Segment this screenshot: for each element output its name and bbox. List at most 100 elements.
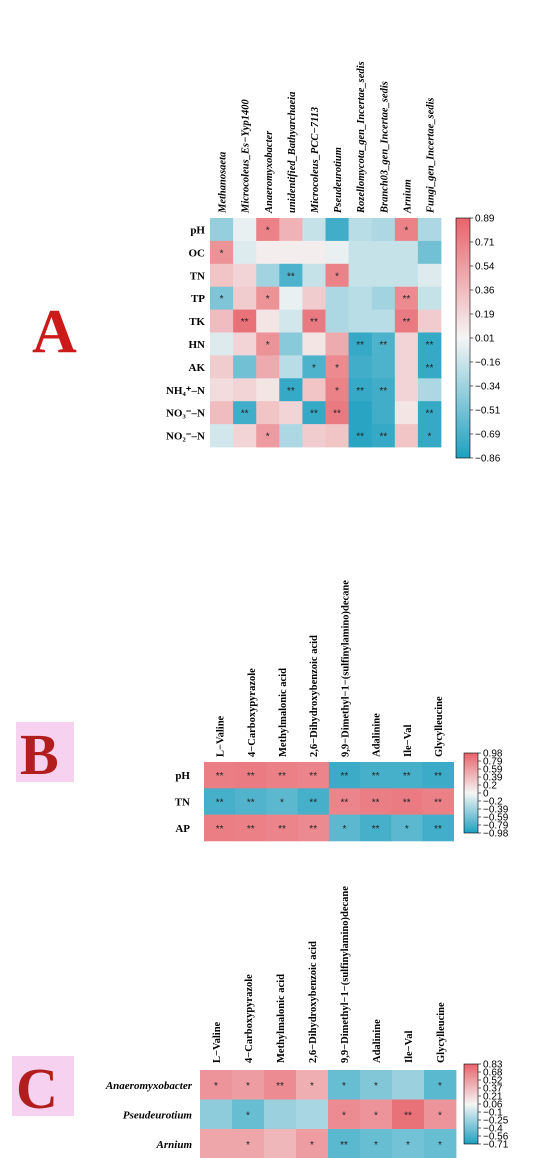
heatmap-cell (391, 788, 423, 815)
heatmap-cell (360, 1099, 393, 1130)
significance-mark: ** (356, 386, 364, 397)
colorbar-tick-label: −0.98 (483, 829, 509, 840)
significance-mark: ** (356, 432, 364, 443)
heatmap-cell (296, 1129, 329, 1158)
row-label: Arnium (156, 1139, 193, 1151)
significance-mark: ** (309, 824, 317, 835)
heatmap-cell (422, 814, 454, 842)
heatmap-cell (256, 401, 280, 425)
panel-letter-b: B (16, 722, 74, 787)
heatmap-cell (360, 788, 392, 815)
heatmap-cell (394, 424, 419, 448)
significance-mark: * (246, 1110, 250, 1121)
column-label: Anaeromyxobacter (264, 130, 275, 214)
panel-letter-a: A (32, 298, 77, 366)
heatmap-cell (302, 286, 326, 310)
colorbar-tick-label: −0.39 (483, 805, 509, 816)
significance-mark: * (280, 797, 284, 808)
panel-letter-c-text: C (16, 1056, 58, 1121)
heatmap-cell (325, 309, 349, 333)
significance-mark: ** (310, 409, 318, 420)
colorbar-tick-label: 0.39 (483, 773, 503, 784)
colorbar-tick-label: −0.2 (483, 797, 503, 808)
heatmap-cell (417, 309, 442, 333)
heatmap-cell (210, 263, 234, 288)
column-label: Glycylleucine (434, 696, 445, 757)
heatmap-cell (394, 286, 419, 310)
column-label: Glycylleucine (436, 1002, 447, 1063)
significance-mark: ** (372, 771, 380, 782)
panel-letter-c-bg (12, 1056, 74, 1116)
colorbar-tick-label: −0.56 (483, 1132, 509, 1143)
heatmap-cell (210, 424, 234, 448)
heatmap-cell (279, 240, 303, 265)
heatmap-cell (256, 286, 280, 310)
significance-mark: ** (372, 824, 380, 835)
colorbar-tick-label: −0.1 (483, 1108, 503, 1119)
significance-mark: ** (341, 797, 349, 808)
heatmap-cell (266, 814, 298, 842)
row-label: Pseudeurotium (123, 1109, 193, 1121)
significance-mark: * (438, 1081, 442, 1092)
heatmap-cell (348, 309, 373, 333)
row-label: AP (175, 823, 190, 835)
significance-mark: ** (333, 409, 341, 420)
row-label: TP (191, 293, 205, 305)
colorbar-tick-label: 0.06 (483, 1100, 503, 1111)
significance-mark: * (220, 294, 224, 305)
heatmap-cell (233, 332, 257, 356)
significance-mark: ** (309, 797, 317, 808)
significance-mark: ** (402, 294, 410, 305)
colorbar (463, 1063, 479, 1145)
heatmap-cell (233, 424, 257, 448)
significance-mark: ** (403, 771, 411, 782)
heatmap-cell (232, 1099, 265, 1130)
heatmap-cell (210, 355, 234, 379)
column-label: 2,6−Dihydroxybenzoic acid (308, 941, 319, 1063)
heatmap-cell (264, 1129, 297, 1158)
heatmap-cell (279, 355, 303, 379)
heatmap-cell (297, 788, 330, 815)
column-label: 2,6−Dihydroxybenzoic acid (309, 635, 320, 757)
heatmap-cell (371, 263, 396, 288)
significance-mark: ** (426, 340, 434, 351)
significance-mark: ** (278, 771, 286, 782)
significance-mark: ** (434, 797, 442, 808)
heatmap-cell (371, 218, 396, 242)
heatmap-cell (302, 401, 326, 425)
heatmap-cell (279, 424, 303, 448)
heatmap-cell (256, 355, 280, 379)
significance-mark: * (335, 363, 339, 374)
heatmap-cell (210, 240, 234, 265)
heatmap-cell (422, 788, 454, 815)
heatmap-cell (279, 286, 303, 310)
heatmap-cell (328, 1099, 361, 1130)
row-label: TK (189, 316, 205, 328)
significance-mark: ** (379, 340, 387, 351)
significance-mark: * (427, 432, 431, 443)
heatmap-cell (391, 762, 423, 789)
heatmap-cell (266, 788, 298, 815)
row-label: TN (175, 796, 190, 808)
significance-mark: * (266, 294, 270, 305)
column-label: Methylmalonic acid (276, 974, 287, 1063)
colorbar-tick-label: 0.71 (475, 238, 495, 249)
column-label: Microcoleus_PCC−7113 (310, 107, 321, 214)
heatmap-cell (348, 355, 373, 379)
heatmap-cell (417, 355, 442, 379)
heatmap-cell (204, 762, 236, 789)
heatmap-cell (325, 263, 349, 288)
significance-mark: ** (247, 771, 255, 782)
colorbar-tick-label: −0.25 (483, 1116, 509, 1127)
heatmap-cell (360, 1070, 393, 1100)
colorbar-tick-label: −0.59 (483, 813, 509, 824)
significance-mark: * (310, 1081, 314, 1092)
heatmaps: ****************************************… (105, 61, 509, 1158)
significance-mark: * (214, 1081, 218, 1092)
column-label: Adalinine (372, 1019, 383, 1063)
significance-mark: * (438, 1110, 442, 1121)
heatmap-cell (232, 1129, 265, 1158)
heatmap-cell (302, 309, 326, 333)
heatmap-cell (302, 240, 326, 265)
